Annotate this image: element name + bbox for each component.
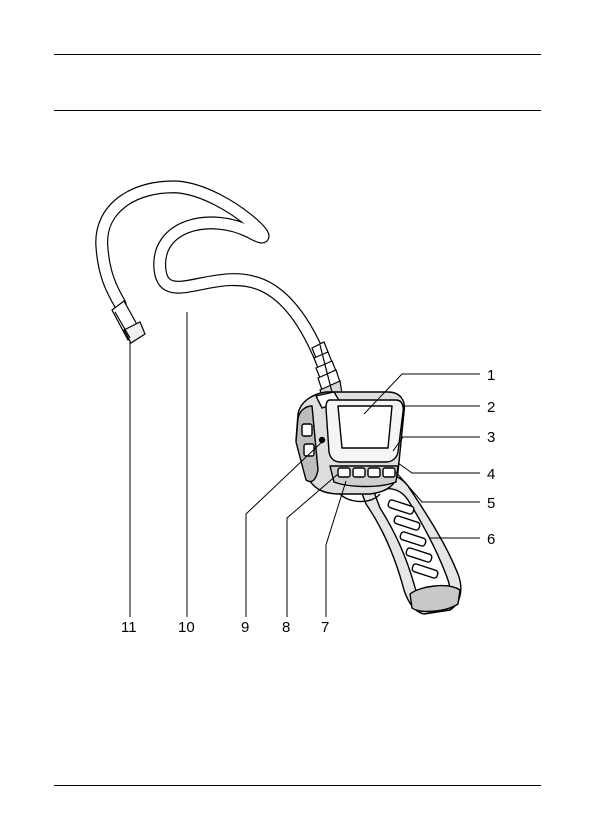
callout-9: 9 [241, 619, 249, 636]
callout-4: 4 [487, 466, 495, 483]
callout-2: 2 [487, 399, 495, 416]
callout-3: 3 [487, 429, 495, 446]
leader-7 [326, 481, 346, 617]
leader-3 [393, 437, 480, 451]
callout-1: 1 [487, 367, 495, 384]
callout-8: 8 [282, 619, 290, 636]
battery-cap [410, 586, 460, 612]
leader-8 [287, 474, 338, 617]
leader-4 [398, 463, 480, 473]
callout-5: 5 [487, 495, 495, 512]
camera-head [112, 301, 145, 343]
callout-7: 7 [321, 619, 329, 636]
camera-housing [296, 392, 461, 614]
callout-6: 6 [487, 531, 495, 548]
footer-rule [54, 785, 541, 786]
callout-11: 11 [121, 619, 137, 636]
callout-10: 10 [178, 619, 195, 636]
side-button-upper [302, 424, 312, 436]
